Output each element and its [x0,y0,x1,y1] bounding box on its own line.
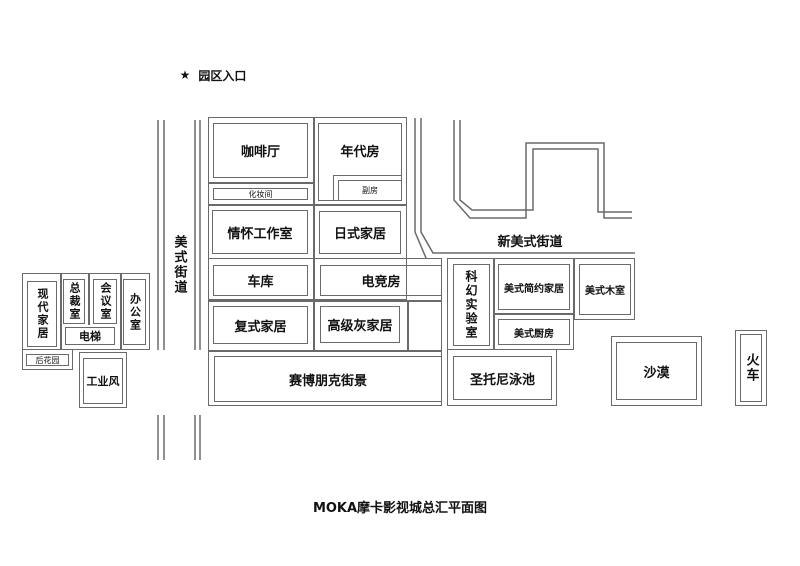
room-japanese-home[interactable]: 日式家居 [319,211,401,254]
room-american-kitchen[interactable]: 美式厨房 [498,319,570,345]
room-desert[interactable]: 沙漠 [616,342,697,400]
room-retro[interactable]: 年代房 [340,144,380,160]
room-train[interactable]: 火车 [740,334,762,402]
room-american-wood[interactable]: 美式木室 [579,264,631,315]
street-label-new: 新美式街道 [497,234,563,250]
room-makeup[interactable]: 化妆间 [213,188,308,200]
left-block [22,273,150,350]
main-block [208,117,407,300]
room-american-simple[interactable]: 美式简约家居 [498,264,570,310]
street-label-main: 美式街道 [171,235,187,295]
room-office[interactable]: 办公室 [123,279,146,345]
room-grey-home[interactable]: 高级灰家居 [320,306,400,343]
room-duplex-home[interactable]: 复式家居 [213,306,308,344]
room-side[interactable]: 副房 [338,180,402,201]
room-meeting[interactable]: 会议室 [93,279,117,324]
room-nostalgia-studio[interactable]: 情怀工作室 [212,210,308,254]
star-icon: ★ [179,68,191,82]
room-ceo-office[interactable]: 总裁室 [63,279,85,324]
plan-title: MOKA摩卡影视城总汇平面图 [312,500,488,516]
room-esports[interactable]: 电竞房 [320,265,442,296]
room-modern-home[interactable]: 现代家居 [27,281,57,347]
room-garage[interactable]: 车库 [213,265,308,296]
room-industrial[interactable]: 工业风 [83,358,123,404]
room-santorini-pool[interactable]: 圣托尼泳池 [453,356,552,400]
room-cyberpunk-street[interactable]: 赛博朋克街景 [214,356,442,402]
park-entrance[interactable]: ★ 园区入口 [179,68,247,83]
room-back-garden[interactable]: 后花园 [26,354,69,366]
room-cafe[interactable]: 咖啡厅 [213,123,308,178]
room-scifi-lab[interactable]: 科幻实验室 [453,264,490,346]
room-elevator[interactable]: 电梯 [65,327,115,345]
